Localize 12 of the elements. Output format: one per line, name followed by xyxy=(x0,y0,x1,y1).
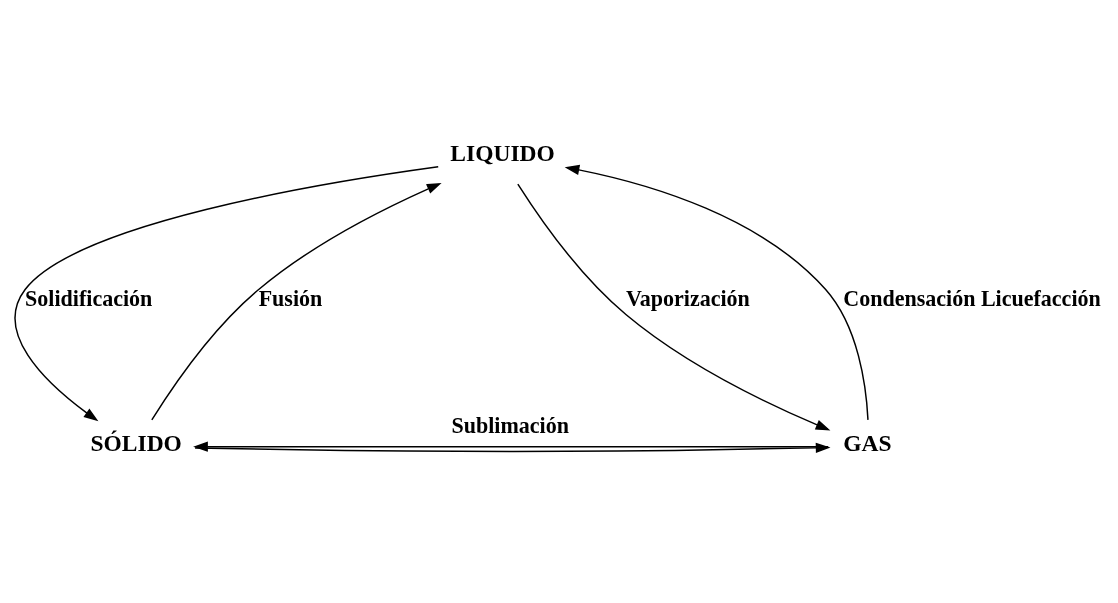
edge-label: Solidificación xyxy=(25,285,153,311)
arrow xyxy=(14,165,439,421)
arrow xyxy=(151,182,442,421)
edge-label: Condensación Licuefacción xyxy=(843,285,1101,311)
arrow xyxy=(517,182,831,431)
node-text: LIQUIDO xyxy=(450,139,555,166)
arrow xyxy=(564,164,869,421)
node-text: GAS xyxy=(843,429,892,456)
edge-label: Sublimación xyxy=(451,412,569,438)
node-text: SÓLIDO xyxy=(90,429,182,456)
edge-label: Fusión xyxy=(258,285,323,311)
edge-label: Vaporización xyxy=(625,285,750,311)
